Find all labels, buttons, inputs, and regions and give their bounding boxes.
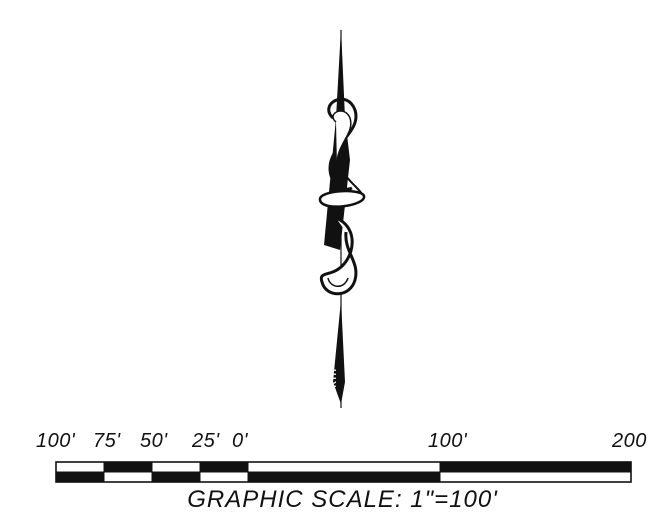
scale-tick-label: 75': [93, 430, 121, 452]
scale-segment: [199, 471, 249, 483]
scale-segment: [247, 461, 441, 473]
scale-caption: GRAPHIC SCALE: 1"=100': [187, 486, 498, 513]
scale-segment: [55, 461, 105, 473]
scale-segment: [151, 461, 201, 473]
scale-segment: [103, 471, 153, 483]
scale-segment: [103, 461, 153, 473]
scale-tick-label: 25': [192, 430, 220, 452]
north-label: NORTH: [328, 369, 338, 401]
north-arrow-icon: NORTH: [318, 28, 366, 408]
scale-segment: [151, 471, 201, 483]
scale-tick-label: 50': [140, 430, 168, 452]
scale-segment: [247, 471, 441, 483]
scale-segment: [439, 461, 632, 473]
scale-tick-label: 0': [232, 430, 248, 452]
scale-segment: [439, 471, 632, 483]
scale-tick-label: 100': [428, 430, 468, 452]
scale-segment: [199, 461, 249, 473]
scale-tick-label: 200: [612, 430, 647, 452]
scale-tick-label: 100': [36, 430, 76, 452]
scale-segment: [55, 471, 105, 483]
